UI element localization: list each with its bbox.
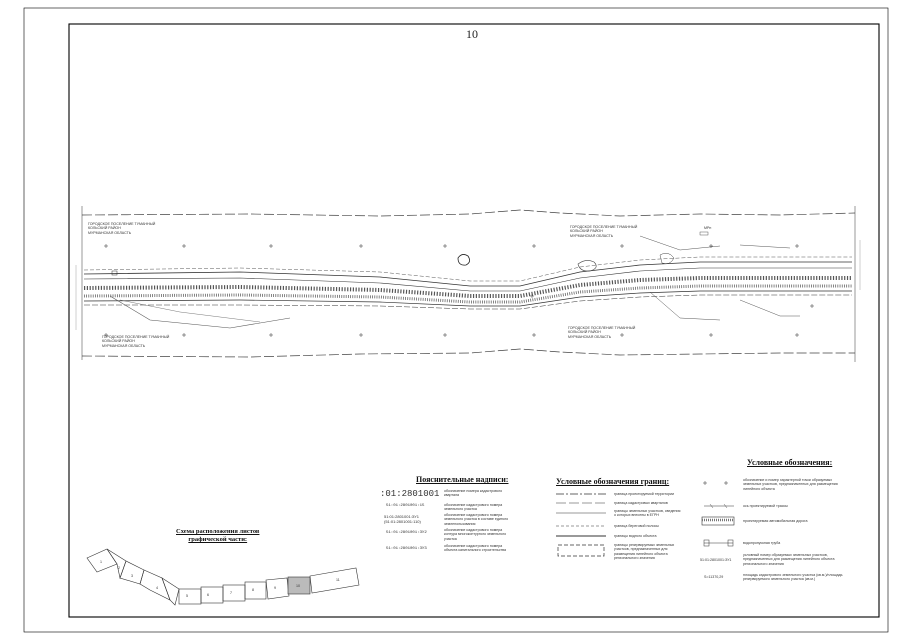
- border-legend-text: граница береговой полосы: [614, 524, 659, 528]
- symbol-legend-text: обозначение и номер характерной точки об…: [743, 478, 838, 491]
- area-label: ГОРОДСКОЕ ПОСЕЛЕНИЕ ТУМАННЫЙ КОЛЬСКИЙ РА…: [88, 222, 156, 235]
- caption-text: обозначение кадастрового номера объекта …: [444, 544, 506, 553]
- page-border: [23, 7, 889, 633]
- caption-text: обозначение кадастрового номера земельно…: [444, 513, 509, 526]
- border-legend-text: граница кадастровых кварталов: [614, 501, 668, 505]
- area-label: ГОРОДСКОЕ ПОСЕЛЕНИЕ ТУМАННЫЙ КОЛЬСКИЙ РА…: [568, 326, 636, 339]
- caption-text: обозначение кадастрового номера контура …: [444, 528, 507, 541]
- point-label: МРп: [704, 226, 712, 230]
- symbol-legend-text: проектируемая автомобильная дорога: [743, 519, 808, 523]
- sheet-number: 4: [156, 586, 158, 590]
- sheet-number: 9: [274, 586, 276, 590]
- inner-frame: [68, 23, 880, 618]
- sheet-scheme-graphics: [86, 548, 360, 606]
- symbols-legend-graphics: [701, 481, 735, 547]
- area-label: ГОРОДСКОЕ ПОСЕЛЕНИЕ ТУМАННЫЙ КОЛЬСКИЙ РА…: [570, 225, 638, 238]
- caption-text: обозначение кадастрового номера земельно…: [444, 503, 503, 512]
- sheet-scheme-title: Схема расположения листов графической ча…: [176, 528, 260, 543]
- sheet-number: 1: [100, 560, 102, 564]
- border-legend-text: границы водного объекта: [614, 534, 657, 538]
- sheet-number: 2: [118, 566, 120, 570]
- map-area: [75, 206, 861, 362]
- symbols-legend-title: Условные обозначения:: [747, 458, 833, 467]
- symbol-legend-code: S=11370,29: [704, 575, 724, 579]
- symbol-legend-code: 51:01:2801001:ЗУ1: [700, 558, 732, 562]
- border-legend-graphics: [556, 493, 606, 557]
- caption-code: 51:01:2801001:15: [386, 504, 425, 508]
- border-legend-text: границы земельных участков, сведения о к…: [614, 509, 681, 518]
- symbol-legend-text: водопропускная труба: [743, 541, 781, 545]
- sheet-number: 5: [186, 594, 188, 598]
- border-legend-text: граница проектируемой территории: [614, 492, 674, 496]
- symbol-legend-text: ось проектируемой трассы: [743, 504, 788, 508]
- symbol-legend-text: площадь кадастрового земельного участка …: [743, 573, 843, 582]
- sheet-number: 8: [252, 588, 254, 592]
- caption-code: 51:01:2801001:ЗУ3: [386, 547, 427, 551]
- symbol-legend-text: условный номер образуемых земельных учас…: [743, 553, 835, 566]
- borders-legend-title: Условные обозначения границ:: [556, 477, 670, 486]
- sheet-number: 3: [131, 574, 133, 578]
- sheet-number: 6: [207, 593, 209, 597]
- border-legend-text: границы резервируемых земельных участков…: [614, 543, 675, 561]
- caption-code: 51:01:2801001:ЗУ1 (51:01:2801001:110): [384, 514, 421, 524]
- sheet-number: 7: [230, 591, 232, 595]
- sheet-number: 11: [336, 578, 340, 582]
- page-number: 10: [466, 27, 478, 41]
- caption-text: обозначение номера кадастрового квартала: [444, 489, 503, 498]
- captions-legend-title: Пояснительные надписи:: [416, 475, 509, 484]
- caption-code: 51:01:2801001:ЗУ2: [386, 531, 427, 535]
- sheet-number-current: 10: [296, 584, 300, 588]
- grid-markers: [104, 244, 814, 337]
- caption-code: :01:2801001: [380, 489, 440, 499]
- area-label: ГОРОДСКОЕ ПОСЕЛЕНИЕ ТУМАННЫЙ КОЛЬСКИЙ РА…: [102, 335, 170, 348]
